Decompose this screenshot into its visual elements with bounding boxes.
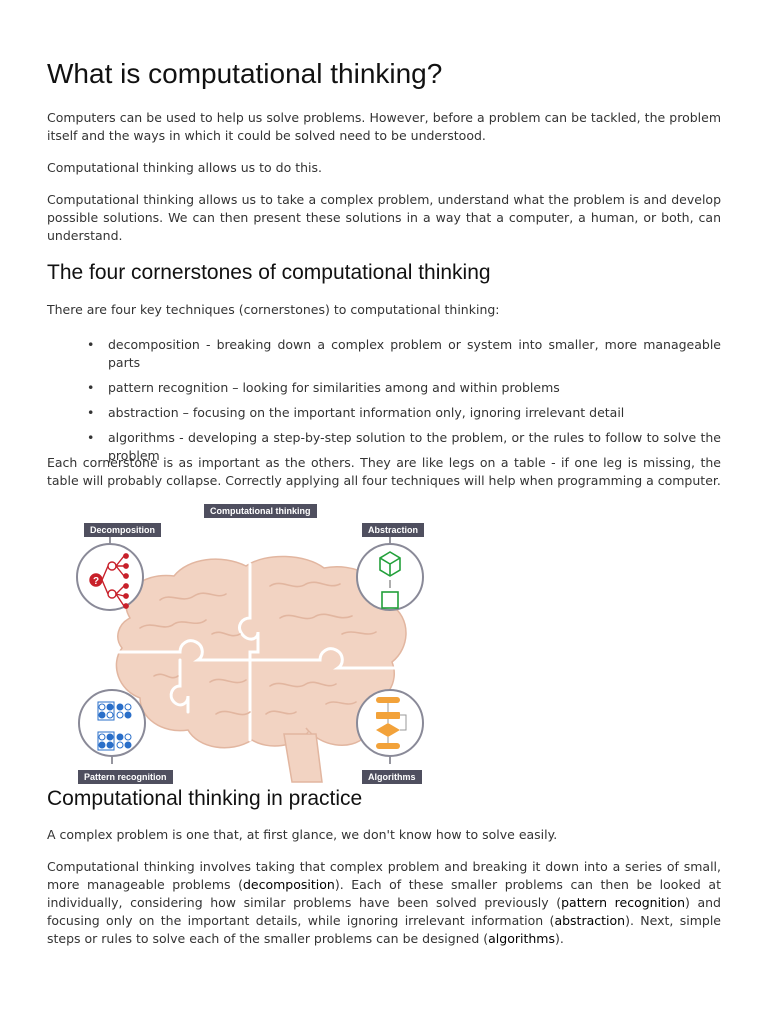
- pattern-dot: [116, 711, 124, 719]
- pattern-dot: [124, 703, 132, 711]
- term-abstraction: abstraction: [554, 913, 626, 928]
- pattern-dot: [106, 741, 114, 749]
- list-item-decomposition: • decomposition - breaking down a comple…: [87, 336, 721, 372]
- section-heading-cornerstones: The four cornerstones of computational t…: [47, 261, 491, 284]
- text-run: Computational thinking involves taking t…: [47, 859, 721, 892]
- intro-paragraph: Computers can be used to help us solve p…: [47, 110, 721, 143]
- bullet-icon: •: [87, 380, 95, 395]
- cornerstones-closing: Each cornerstone is as important as the …: [47, 455, 721, 488]
- section-heading-practice: Computational thinking in practice: [47, 787, 363, 810]
- pattern-dot: [124, 741, 132, 749]
- pattern-dot: [106, 711, 114, 719]
- brain-puzzle-illustration: ?: [76, 530, 424, 783]
- pattern-recognition-badge: [78, 689, 146, 764]
- computational-thinking-figure: ?: [70, 500, 440, 786]
- text-run: ) and focusing only on the important det…: [47, 895, 721, 928]
- term-algorithms: algorithms: [488, 931, 555, 946]
- figure-label-decomposition: Decomposition: [84, 523, 162, 537]
- pattern-dot: [98, 741, 106, 749]
- figure-label-pattern-recognition: Pattern recognition: [78, 770, 173, 784]
- text-run: ).: [554, 931, 564, 946]
- list-item-pattern-recognition: • pattern recognition – looking for simi…: [87, 379, 721, 397]
- page-title: What is computational thinking?: [47, 58, 443, 89]
- list-item-text: pattern recognition – looking for simila…: [108, 380, 560, 395]
- algorithms-badge: [356, 689, 424, 764]
- tree-diagram-icon: ?: [89, 553, 129, 609]
- list-item-text: algorithms - developing a step-by-step s…: [108, 430, 721, 463]
- list-item-algorithms: • algorithms - developing a step-by-step…: [87, 429, 721, 465]
- pattern-dot: [124, 711, 132, 719]
- pattern-dot: [98, 733, 106, 741]
- cornerstones-lead: There are four key techniques (cornersto…: [47, 302, 500, 317]
- pattern-dot: [106, 703, 114, 711]
- pattern-dot: [116, 741, 124, 749]
- dot-grid-icon: [97, 701, 132, 751]
- svg-text:?: ?: [93, 576, 99, 587]
- practice-paragraph: Computational thinking involves taking t…: [47, 858, 721, 948]
- figure-label-algorithms: Algorithms: [362, 770, 422, 784]
- list-item-text: abstraction – focusing on the important …: [108, 405, 625, 420]
- bullet-icon: •: [87, 337, 95, 352]
- list-item-text: decomposition - breaking down a complex …: [108, 337, 721, 370]
- list-item-abstraction: • abstraction – focusing on the importan…: [87, 404, 721, 422]
- cornerstones-list: • decomposition - breaking down a comple…: [87, 336, 721, 472]
- term-decomposition: decomposition: [242, 877, 335, 892]
- intro-paragraph: Computational thinking allows us to do t…: [47, 160, 323, 175]
- intro-paragraph: Computational thinking allows us to take…: [47, 192, 721, 243]
- pattern-dot: [98, 711, 106, 719]
- pattern-dot: [124, 733, 132, 741]
- pattern-dot: [116, 703, 124, 711]
- pattern-dot: [106, 733, 114, 741]
- decomposition-badge: ?: [76, 530, 144, 611]
- figure-label-computational-thinking: Computational thinking: [204, 504, 317, 518]
- brain-icon: [115, 555, 407, 783]
- figure-label-abstraction: Abstraction: [362, 523, 425, 537]
- pattern-dot: [98, 703, 106, 711]
- abstraction-badge: [356, 530, 424, 611]
- pattern-dot: [116, 733, 124, 741]
- practice-paragraph: A complex problem is one that, at first …: [47, 827, 558, 842]
- bullet-icon: •: [87, 430, 95, 445]
- bullet-icon: •: [87, 405, 95, 420]
- term-pattern-recognition: pattern recognition: [561, 895, 685, 910]
- text-run: ). Next, simple steps or rules to solve …: [47, 913, 721, 946]
- cube-to-square-icon: [379, 551, 401, 609]
- flowchart-icon: [376, 697, 407, 749]
- text-run: ). Each of these smaller problems can th…: [47, 877, 721, 910]
